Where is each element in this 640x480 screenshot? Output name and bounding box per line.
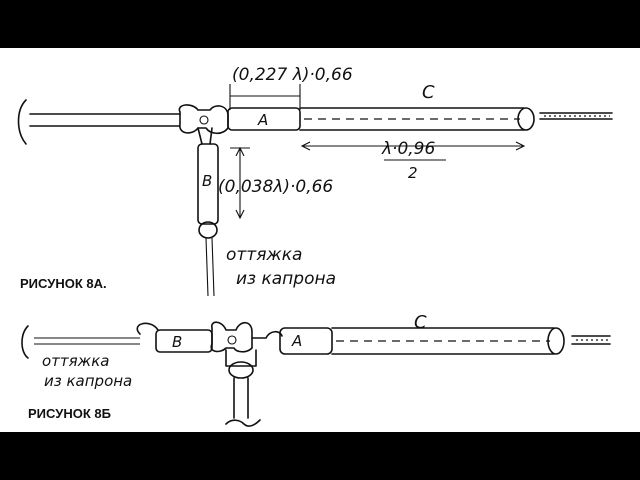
coax-c-body-b (331, 327, 555, 355)
label-c-b: C (414, 312, 427, 333)
diagram-sheet: (0,227 λ)·0,66 A C λ·0,96 2 B (0,038λ)·0… (0, 48, 640, 432)
connector-b-a (251, 330, 283, 339)
figure-8b: B A C оттяжка из капрона РИСУНОК 8Б (21, 312, 611, 427)
dim-c-numerator: λ·0,96 (381, 139, 436, 159)
coax-c-end-b (547, 327, 565, 355)
stub-b (197, 143, 219, 225)
guy-rope-a-2 (211, 237, 215, 297)
mast-b-cap (228, 361, 254, 379)
loop-b (136, 322, 159, 335)
dim-a-text: (0,227 λ)·0,66 (232, 65, 353, 85)
label-b-b: B (172, 333, 182, 351)
guy-text-b-line1: оттяжка (42, 352, 109, 370)
coax-c-end (517, 107, 535, 131)
dim-c-denominator: 2 (408, 164, 418, 182)
stub-a-b (279, 327, 333, 355)
stub-b-horizontal (155, 329, 213, 353)
guy-text-line1: оттяжка (226, 245, 302, 265)
label-a-b: A (291, 332, 302, 350)
hub-bolt (199, 115, 209, 125)
mast-joint-right (209, 127, 213, 145)
coax-c-body (299, 107, 525, 131)
left-break-mark (17, 99, 27, 145)
dim-c-arrow-right (515, 141, 526, 151)
guy-text-b-line2: из капрона (44, 372, 132, 390)
antenna-diagram: (0,227 λ)·0,66 A C λ·0,96 2 B (0,038λ)·0… (17, 65, 613, 427)
stub-b-cap (198, 221, 218, 239)
dim-b-arrow-up (235, 146, 245, 157)
stub-a (227, 107, 301, 131)
dim-b-text: (0,038λ)·0,66 (218, 177, 333, 197)
guy-text-line2: из капрона (236, 269, 336, 289)
figure-8a: (0,227 λ)·0,66 A C λ·0,96 2 B (0,038λ)·0… (17, 65, 613, 297)
hub-clamp (178, 104, 229, 135)
mast-joint-left (197, 127, 203, 145)
hub-bolt-b (227, 335, 237, 345)
dim-c-arrow-left (300, 141, 311, 151)
mast-b (225, 349, 257, 367)
caption-8b: РИСУНОК 8Б (28, 406, 111, 421)
guy-rope-a-1 (205, 237, 209, 297)
left-break-mark-b (21, 325, 29, 359)
mast-break-mark (225, 419, 261, 427)
dim-b-arrow-down (235, 209, 245, 220)
label-b: B (202, 172, 212, 190)
label-c: C (422, 82, 435, 103)
caption-8a: РИСУНОК 8А. (20, 276, 107, 291)
label-a: A (257, 111, 268, 129)
hub-clamp-b (210, 321, 253, 353)
